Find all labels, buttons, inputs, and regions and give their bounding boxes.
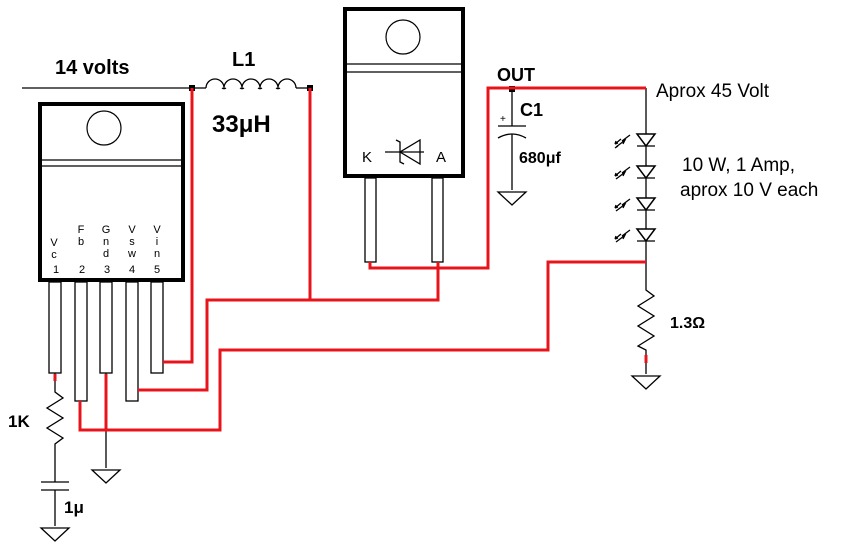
output-voltage-label: Aprox 45 Volt [656, 81, 770, 102]
inductor-value-label: 33μH [212, 111, 271, 138]
pin-leg-4 [125, 281, 139, 402]
ground-icon [90, 469, 122, 484]
pin-leg-2 [74, 281, 88, 402]
led-1 [614, 133, 657, 149]
out-node-label: OUT [497, 65, 535, 85]
diode-cathode-label: K [362, 149, 372, 166]
pin-leg-1 [48, 281, 62, 374]
diode-leg-k [364, 177, 377, 263]
mounting-hole-icon [86, 110, 122, 146]
ground-icon [39, 527, 71, 542]
pin-num-4: 4 [129, 264, 135, 276]
led-4 [614, 228, 657, 243]
cap-value-label: 680μf [519, 150, 561, 167]
led-spec-line2: aprox 10 V each [680, 180, 818, 201]
pin-num-3: 3 [104, 264, 110, 276]
pin-leg-5 [150, 281, 164, 374]
sense-resistor-label: 1.3Ω [670, 315, 705, 332]
led-3 [614, 197, 657, 212]
inductor-icon [205, 78, 297, 90]
input-voltage-label: 14 volts [55, 57, 129, 79]
resistor-icon [45, 386, 65, 452]
cap-ref-label: C1 [520, 100, 543, 120]
diode-icon [385, 138, 424, 166]
led-spec-line1: 10 W, 1 Amp, [682, 155, 795, 176]
comp-resistor-label: 1K [8, 412, 30, 431]
diode-anode-label: A [436, 149, 446, 166]
cap-plus-label: + [500, 114, 506, 125]
led-icon [635, 133, 657, 148]
pin-num-2: 2 [79, 264, 85, 276]
pin-leg-3 [99, 281, 113, 374]
ground-icon [496, 191, 528, 206]
ground-icon [630, 375, 662, 390]
capacitor-icon [41, 481, 69, 491]
diode-leg-a [431, 177, 444, 263]
pin-num-1: 1 [53, 264, 59, 276]
led-icon [635, 197, 657, 212]
led-2 [614, 165, 657, 180]
inductor-ref-label: L1 [232, 49, 255, 71]
led-icon [635, 165, 657, 180]
resistor-icon [636, 284, 656, 355]
pin-num-5: 5 [154, 264, 160, 276]
comp-cap-label: 1μ [64, 498, 84, 517]
mounting-hole-icon [385, 19, 421, 55]
led-icon [635, 228, 657, 243]
red-wiring [53, 86, 648, 432]
schottky-diode-package: K A [343, 7, 465, 263]
